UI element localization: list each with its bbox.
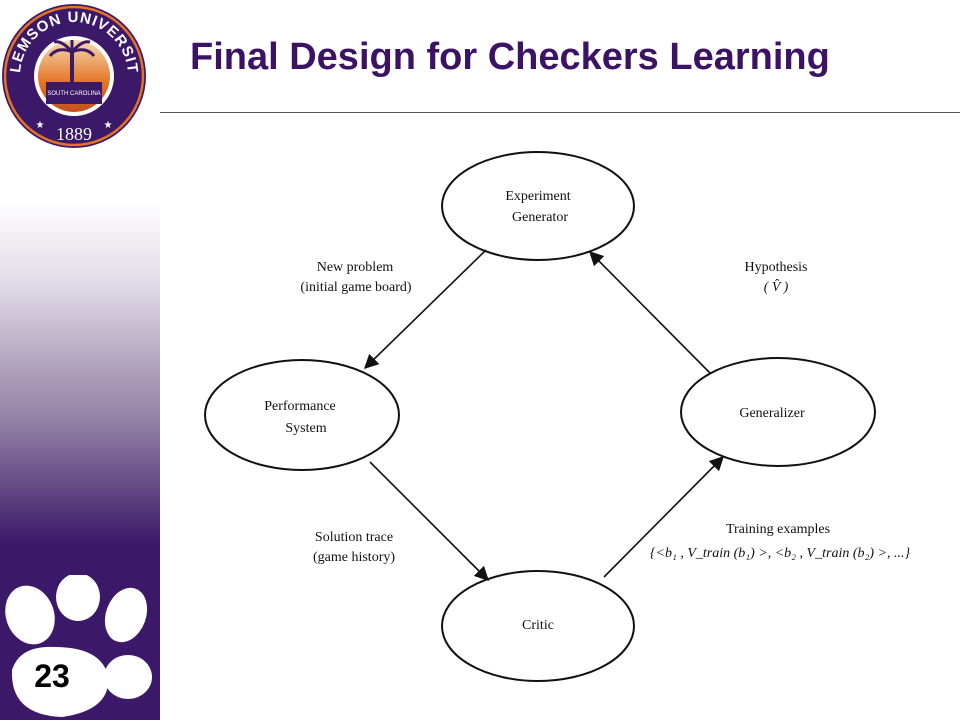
label-solution-trace-1: Solution trace <box>315 530 393 545</box>
arrow-training-examples <box>603 455 725 578</box>
seal-year-text: 1889 <box>56 124 92 144</box>
label-solution-trace-2: (game history) <box>313 550 395 565</box>
label-hypothesis-2: ( V̂ ) <box>764 279 789 295</box>
seal-state-text: SOUTH CAROLINA <box>47 91 100 97</box>
node-critic: Critic <box>441 570 635 682</box>
label-hypothesis-1: Hypothesis <box>745 260 808 275</box>
node-performance-system: Performance System <box>204 359 400 471</box>
node-performance-system-label-1: Performance <box>264 399 336 414</box>
page-title: Final Design for Checkers Learning <box>190 36 830 78</box>
label-training-examples-1: Training examples <box>726 522 830 537</box>
seal-star-icon: ★ <box>36 120 45 131</box>
label-training-examples-2: {<b₁ , V_train (b₁) >, <b₂ , V_train (b₂… <box>650 546 911 561</box>
arrow-hypothesis <box>588 250 711 374</box>
node-generalizer: Generalizer <box>680 357 876 467</box>
seal-star-icon: ★ <box>104 120 113 131</box>
title-divider <box>160 112 960 113</box>
node-experiment-generator-label-1: Experiment <box>505 189 570 204</box>
clemson-seal-logo: CLEMSON UNIVERSITY SOUTH CAROLINA 1889 ★… <box>0 0 146 148</box>
node-performance-system-label-2: System <box>285 421 326 436</box>
node-experiment-generator-label-2: Generator <box>512 210 568 225</box>
node-critic-label: Critic <box>522 618 554 633</box>
checkers-learning-diagram: Experiment Generator Performance System … <box>204 151 911 682</box>
node-experiment-generator: Experiment Generator <box>441 151 635 261</box>
arrow-new-problem <box>363 249 487 370</box>
tiger-paw-icon <box>5 575 152 717</box>
label-new-problem-1: New problem <box>317 260 394 275</box>
slide-number: 23 <box>34 658 70 694</box>
label-new-problem-2: (initial game board) <box>300 280 412 295</box>
node-generalizer-label: Generalizer <box>739 406 805 421</box>
arrow-solution-trace <box>369 461 490 582</box>
